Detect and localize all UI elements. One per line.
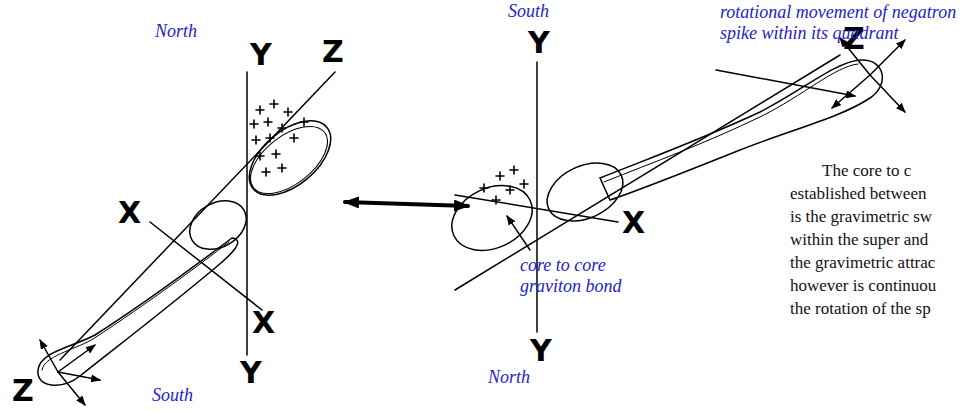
x-axis xyxy=(455,195,618,222)
axis-label: Z xyxy=(322,35,344,68)
leader-line xyxy=(507,216,530,250)
body-text-line: however is continuou xyxy=(790,277,936,296)
pole-label: South xyxy=(508,2,549,22)
plus-charges xyxy=(480,166,528,204)
core-lobe xyxy=(239,113,339,206)
negatron-spike xyxy=(38,238,238,385)
axis-label: Y xyxy=(528,26,550,59)
body-text-line: the gravimetric attrac xyxy=(790,254,935,273)
leader-line xyxy=(716,70,855,96)
rotation-arrows xyxy=(40,340,100,405)
body-text-line: is the gravimetric sw xyxy=(790,208,932,227)
core-lobe xyxy=(236,106,344,209)
callout-note: core to core graviton bond xyxy=(520,255,640,296)
x-axis xyxy=(150,222,262,310)
negatron-spike xyxy=(604,64,858,182)
rotation-arrows xyxy=(832,38,905,112)
pole-label: North xyxy=(488,368,530,388)
z-axis xyxy=(455,55,840,290)
body-text-line: The core to c xyxy=(822,162,911,181)
body-text-line: established between xyxy=(790,185,926,204)
axis-label: X xyxy=(622,206,645,239)
body-text-line: within the super and xyxy=(790,231,928,250)
axis-label: Y xyxy=(240,356,262,389)
axis-label: Y xyxy=(250,38,272,71)
axis-label: X xyxy=(252,306,275,339)
axis-label: Y xyxy=(530,334,552,367)
plus-charges xyxy=(250,100,308,176)
axis-label: Z xyxy=(12,374,34,407)
axis-label: X xyxy=(118,196,141,229)
callout-note: rotational movement of negatron spike wi… xyxy=(720,2,958,43)
pole-label: North xyxy=(155,22,197,42)
y-axis xyxy=(246,72,248,355)
pole-label: South xyxy=(152,386,193,406)
z-axis xyxy=(60,72,335,360)
bond-arrow xyxy=(345,202,468,206)
negatron-spike xyxy=(42,242,229,370)
core-lobe xyxy=(538,152,632,233)
core-lobe xyxy=(441,173,542,263)
body-text-line: the rotation of the sp xyxy=(790,300,931,319)
